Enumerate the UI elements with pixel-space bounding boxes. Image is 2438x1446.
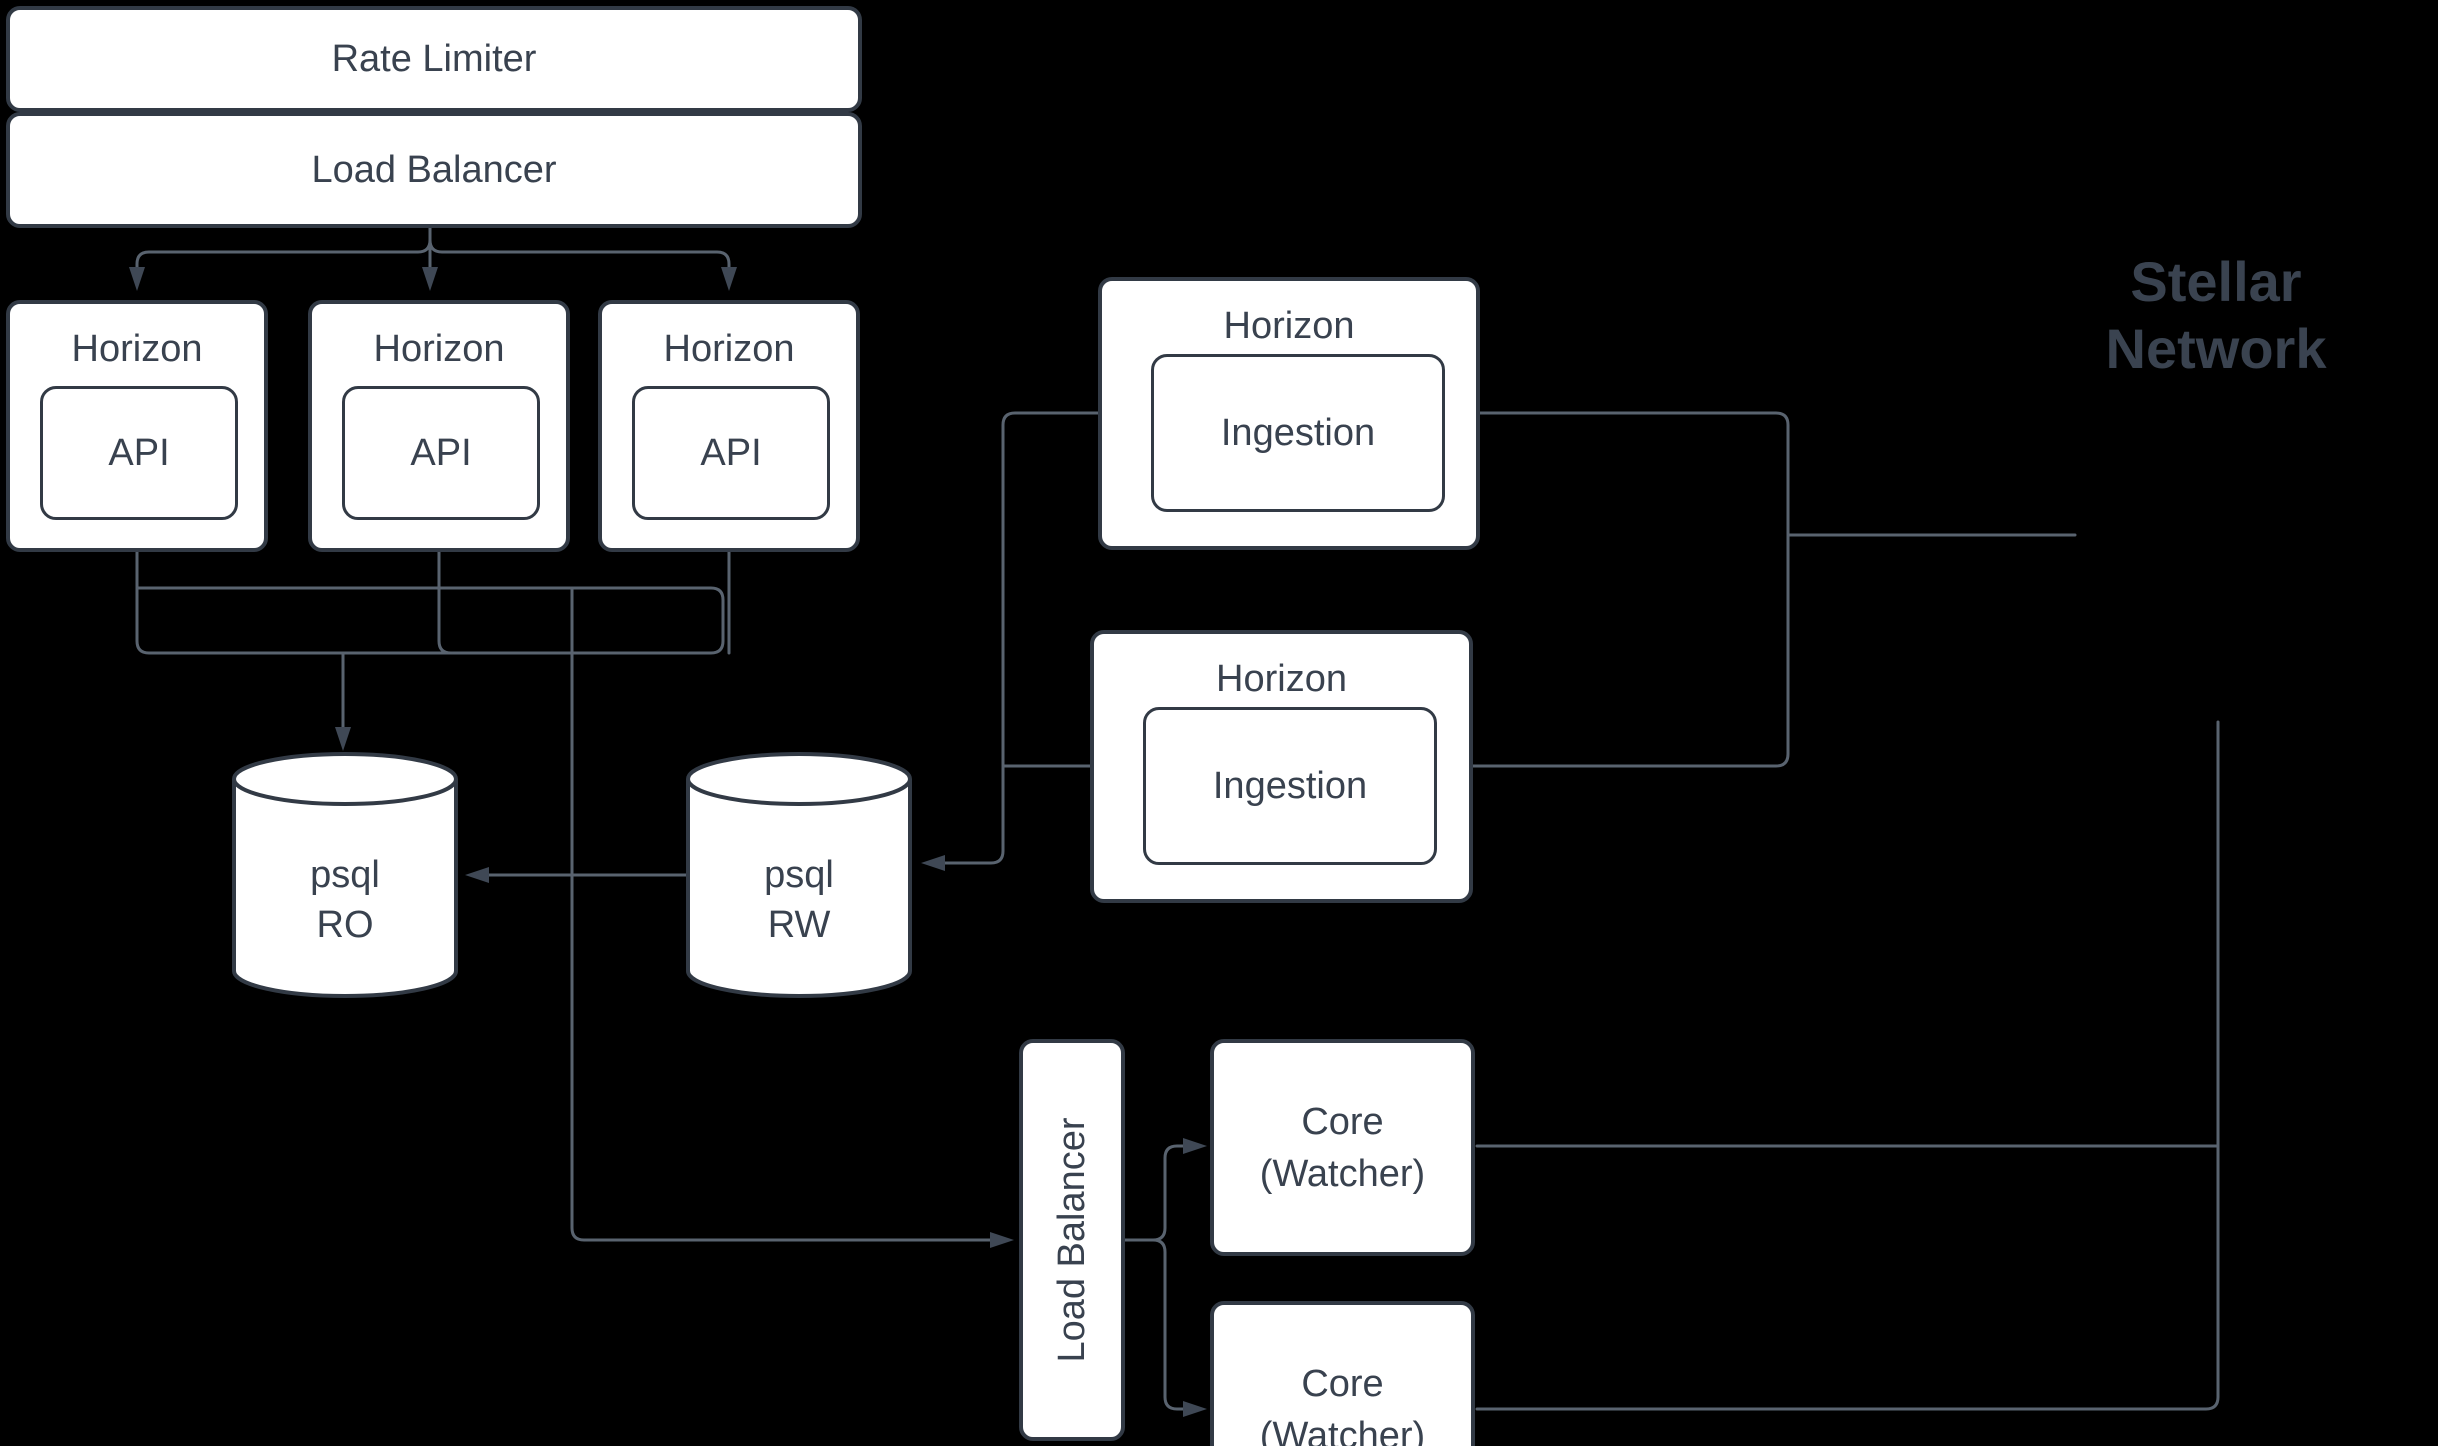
stellar-network-label: Stellar Network <box>2046 248 2386 382</box>
edge-lb-bottom-to-core2 <box>1123 1238 1207 1417</box>
edge-ingestion-to-psql-rw <box>921 411 1100 871</box>
load-balancer-bottom-node: Load Balancer <box>1019 1039 1125 1441</box>
core-watcher-1-line1: Core <box>1301 1100 1384 1143</box>
psql-rw-line1: psql <box>764 854 834 897</box>
rate-limiter-node: Rate Limiter <box>6 6 862 112</box>
psql-rw-line2: RW <box>767 904 831 947</box>
horizon-ingestion-2-node: Horizon Ingestion <box>1090 630 1473 903</box>
horizon-ingestion-2-title: Horizon <box>1216 658 1347 700</box>
horizon-api-1-node: Horizon API <box>6 300 268 552</box>
edge-horizon2-drop <box>437 550 453 655</box>
cylinder-shape <box>686 752 912 998</box>
horizon-api-1-subnode: API <box>40 386 238 520</box>
psql-ro-line1: psql <box>310 854 380 897</box>
psql-ro-database: psql RO <box>232 752 458 998</box>
psql-ro-line2: RO <box>316 904 374 947</box>
psql-rw-label: psql RW <box>686 850 912 950</box>
core-watcher-2-line2: (Watcher) <box>1259 1414 1426 1446</box>
edge-lb-to-horizon3 <box>428 226 737 291</box>
horizon-api-3-title: Horizon <box>663 328 795 370</box>
edge-stellar-right-trunk <box>1475 720 2220 1411</box>
core-watcher-2-node: Core (Watcher) <box>1210 1301 1475 1446</box>
edge-bus-to-lb-bottom <box>570 586 1014 1248</box>
stellar-network-line2: Network <box>2105 317 2327 380</box>
psql-rw-database: psql RW <box>686 752 912 998</box>
cylinder-shape <box>232 752 458 998</box>
core-watcher-2-label: Core (Watcher) <box>1214 1305 1471 1446</box>
load-balancer-bottom-label: Load Balancer <box>1050 1117 1093 1363</box>
horizon-api-2-node: Horizon API <box>308 300 570 552</box>
horizon-ingestion-1-subnode: Ingestion <box>1151 354 1445 512</box>
core-watcher-1-node: Core (Watcher) <box>1210 1039 1475 1256</box>
psql-ro-label: psql RO <box>232 850 458 950</box>
core-watcher-1-label: Core (Watcher) <box>1214 1043 1471 1252</box>
horizon-api-3-subnode: API <box>632 386 830 520</box>
horizon-ingestion-1-title: Horizon <box>1223 305 1355 347</box>
horizon-api-1-title: Horizon <box>71 328 203 370</box>
horizon-api-3-node: Horizon API <box>598 300 860 552</box>
core-watcher-2-line1: Core <box>1301 1362 1384 1405</box>
edge-ingestion-right-trunk <box>1471 411 1790 768</box>
core-watcher-1-line2: (Watcher) <box>1259 1152 1426 1195</box>
horizon-api-2-subnode: API <box>342 386 540 520</box>
edge-horizon-bus <box>135 586 725 655</box>
horizon-ingestion-1-node: Horizon Ingestion <box>1098 277 1480 550</box>
edge-lb-bottom-to-core1 <box>1123 1138 1207 1242</box>
edge-lb-to-horizon1 <box>129 226 432 291</box>
load-balancer-top-node: Load Balancer <box>6 112 862 228</box>
horizon-api-2-title: Horizon <box>373 328 505 370</box>
load-balancer-top-label: Load Balancer <box>311 148 557 191</box>
stellar-network-line1: Stellar <box>2130 250 2302 313</box>
horizon-ingestion-2-subnode: Ingestion <box>1143 707 1437 865</box>
rate-limiter-label: Rate Limiter <box>331 37 537 80</box>
